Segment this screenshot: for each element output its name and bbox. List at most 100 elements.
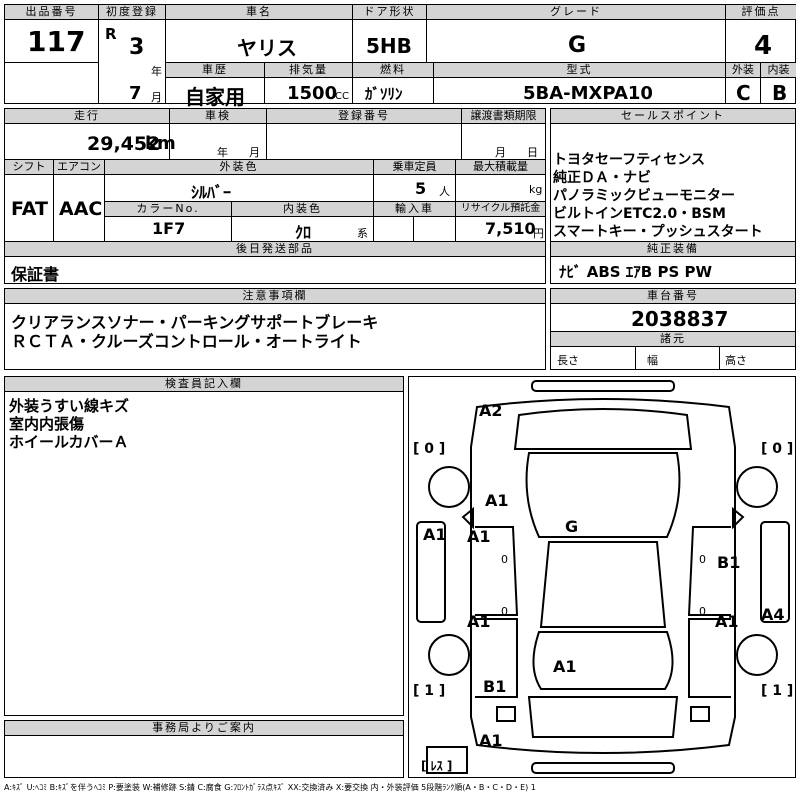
damage-mark: A2 <box>479 401 503 420</box>
notes-label: 注意事項欄 <box>5 289 545 303</box>
inspector-line: ホイールカバーＡ <box>9 433 129 451</box>
damage-mark: B1 <box>483 677 507 696</box>
transfer-month-unit: 月 <box>495 146 506 159</box>
import-label: 輸入車 <box>374 202 455 216</box>
car-outline <box>416 380 790 774</box>
vehicle-info-table: 走行 車検 登録番号 譲渡書類期限 29,452 km 年 月 月 日 シフト … <box>4 108 546 284</box>
insp-month-unit: 月 <box>249 146 260 159</box>
ext-label: 外装 <box>726 63 760 77</box>
int-label: 内装 <box>761 63 796 77</box>
damage-mark: B1 <box>717 553 741 572</box>
height-label: 高さ <box>725 354 747 367</box>
intcolor-unit: 系 <box>357 227 368 240</box>
capacity-label: 乗車定員 <box>374 160 455 174</box>
inspector-box: 検査員記入欄 外装うすい線キズ 室内内張傷 ホイールカバーＡ <box>4 376 404 716</box>
sales-label: セールスポイント <box>551 109 795 123</box>
door-type: 5HB <box>366 34 412 58</box>
sales-line: スマートキー・プッシュスタート <box>553 224 763 240</box>
lot-number: 117 <box>27 25 86 58</box>
damage-mark: A1 <box>553 657 577 676</box>
chassis-box: 車台番号 2038837 諸元 長さ 幅 高さ <box>550 288 796 370</box>
recycle: 7,510 <box>485 219 536 238</box>
ac: AAC <box>59 198 103 220</box>
km-unit: km <box>145 133 176 154</box>
lot-label: 出品番号 <box>5 5 98 19</box>
ext-grade: C <box>736 81 751 105</box>
reg-year: 3 <box>129 35 145 60</box>
model-label: 型式 <box>434 63 725 77</box>
inspector-line: 外装うすい線キズ <box>9 397 130 415</box>
reg-month: 7 <box>129 83 142 104</box>
depth-mark: 0 <box>501 553 508 566</box>
depth-mark: 0 <box>699 605 706 618</box>
inspector-line: 室内内張傷 <box>9 415 85 433</box>
colorno-label: カラーNo. <box>105 202 231 216</box>
insp-year-unit: 年 <box>217 146 228 159</box>
intcolor: ｸﾛ <box>295 223 312 242</box>
ac-label: エアコン <box>54 160 104 174</box>
depth-mark: 0 <box>501 605 508 618</box>
later-parts: 保証書 <box>11 265 60 284</box>
header-table: 出品番号 117 初度登録 R 3 年 7 月 車名 ヤリス ドア形状 5HB … <box>4 4 796 109</box>
load-label: 最大積載量 <box>456 160 545 174</box>
tire-rr: [ 1 ] <box>761 683 794 699</box>
equipment: ﾅﾋﾞ ABS ｴｱB PS PW <box>559 263 713 281</box>
shift-label: シフト <box>5 160 53 174</box>
damage-mark: A1 <box>467 527 491 546</box>
chassis-number: 2038837 <box>631 307 729 331</box>
cc-unit: CC <box>335 91 349 102</box>
load-unit: kg <box>529 183 543 196</box>
sales-line: ビルトインETC2.0・BSM <box>553 206 726 222</box>
car-name: ヤリス <box>237 36 297 60</box>
chassis-label: 車台番号 <box>551 289 795 303</box>
shift: FAT <box>11 198 48 220</box>
damage-diagram: A2 A1 G A1 A1 A1 B1 A1 A1 A4 A1 B1 A1 [ … <box>408 376 796 778</box>
sales-line: 純正ＤＡ・ナビ <box>553 170 651 186</box>
dim-label: 諸元 <box>551 332 795 346</box>
colorno: 1F7 <box>152 219 186 238</box>
yen-unit: 円 <box>533 227 544 240</box>
fuel-label: 燃料 <box>353 63 433 77</box>
displacement-label: 排気量 <box>265 63 352 77</box>
door-label: ドア形状 <box>353 5 426 19</box>
reg-year-unit: 年 <box>151 65 162 78</box>
damage-mark: A1 <box>467 612 491 631</box>
width-label: 幅 <box>647 354 658 367</box>
notes-line: ＲＣＴＡ・クルーズコントロール・オートライト <box>11 332 362 351</box>
length-label: 長さ <box>557 354 579 367</box>
notes-box: 注意事項欄 クリアランスソナー・パーキングサポートブレーキ ＲＣＴＡ・クルーズコ… <box>4 288 546 370</box>
mileage-label: 走行 <box>5 109 169 123</box>
tire-rl: [ 1 ] <box>413 683 446 699</box>
score: 4 <box>754 31 773 61</box>
damage-mark: G <box>565 517 579 536</box>
office-label: 事務局よりご案内 <box>5 721 403 735</box>
sales-point-box: セールスポイント トヨタセーフティセンス 純正ＤＡ・ナビ パノラミックビューモニ… <box>550 108 796 284</box>
sales-line: パノラミックビューモニター <box>553 188 735 204</box>
transfer-day-unit: 日 <box>527 146 538 159</box>
history: 自家用 <box>185 85 245 109</box>
notes-line: クリアランスソナー・パーキングサポートブレーキ <box>11 313 379 332</box>
reg-month-unit: 月 <box>151 91 162 104</box>
tire-fr: [ 0 ] <box>761 441 794 457</box>
displacement: 1500 <box>287 83 338 104</box>
reg-era: R <box>105 25 117 43</box>
int-grade: B <box>772 81 788 105</box>
damage-mark: A1 <box>715 612 739 631</box>
later-label: 後日発送部品 <box>5 242 545 256</box>
sales-line: トヨタセーフティセンス <box>553 152 706 168</box>
reg-label: 初度登録 <box>99 5 165 19</box>
inspection-label: 車検 <box>170 109 266 123</box>
spare-tire: [ ﾚｽ ] <box>421 759 453 773</box>
fuel: ｶﾞｿﾘﾝ <box>365 85 403 103</box>
office-box: 事務局よりご案内 <box>4 720 404 778</box>
grade: G <box>568 33 587 58</box>
transfer-label: 譲渡書類期限 <box>462 109 545 123</box>
capacity: 5 <box>415 179 427 198</box>
equip-label: 純正装備 <box>551 242 795 256</box>
intcolor-label: 内装色 <box>232 202 373 216</box>
history-label: 車歴 <box>166 63 264 77</box>
score-label: 評価点 <box>726 5 796 19</box>
capacity-unit: 人 <box>439 185 450 198</box>
color-label: 外装色 <box>105 160 373 174</box>
recycle-label: リサイクル預託金 <box>456 202 545 216</box>
